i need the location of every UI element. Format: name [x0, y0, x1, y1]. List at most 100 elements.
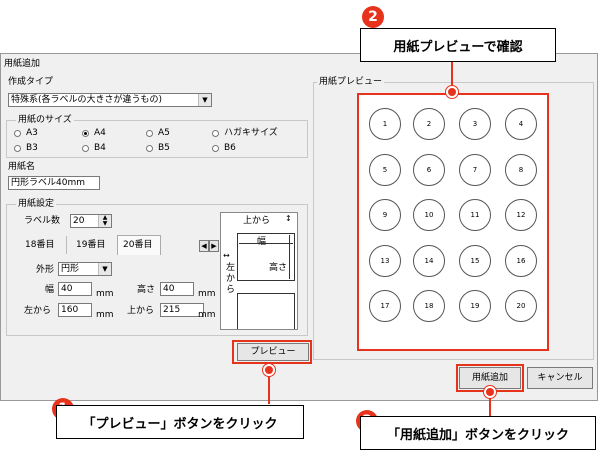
shape-dropdown[interactable]: 円形 ▼ [58, 262, 112, 276]
label-count-value: 20 [73, 216, 85, 226]
diagram-next-label-box [237, 293, 295, 329]
shape-value: 円形 [61, 264, 80, 274]
callout-3: 「用紙追加」ボタンをクリック [360, 416, 596, 450]
left-offset-input[interactable]: 160 [58, 303, 92, 317]
diagram-left-label: 左から [226, 263, 236, 295]
preview-label-circle: 2 [413, 108, 445, 140]
creation-type-dropdown[interactable]: 特殊系(各ラベルの大きさが違うもの) ▼ [8, 93, 212, 107]
callout-2-connector [451, 62, 453, 90]
width-label: 幅 [45, 285, 55, 295]
preview-label-circle: 3 [459, 108, 491, 140]
preview-label-circle: 7 [459, 154, 491, 186]
callout-1-connector [268, 370, 270, 404]
spinner-arrows-icon[interactable]: ▲▼ [98, 215, 111, 227]
preview-label-circle: 9 [369, 199, 401, 231]
height-label: 高さ [137, 285, 156, 295]
preview-button-highlight [232, 340, 312, 364]
top-offset-input[interactable]: 215 [160, 303, 204, 317]
preview-label-circle: 1 [369, 108, 401, 140]
preview-button[interactable]: プレビュー [237, 343, 309, 361]
size-radio-A3[interactable] [14, 130, 21, 137]
height-input[interactable]: 40 [160, 282, 194, 296]
preview-label-circle: 8 [505, 154, 537, 186]
preview-group [313, 82, 594, 360]
size-radio-A5[interactable] [146, 130, 153, 137]
preview-label-circle: 13 [369, 245, 401, 277]
tab-18[interactable]: 18番目 [25, 240, 55, 250]
add-paper-button-label: 用紙追加 [471, 373, 508, 383]
size-radio-label: A4 [94, 128, 106, 138]
paper-size-group [6, 120, 308, 158]
paper-settings-label: 用紙設定 [16, 199, 57, 210]
shape-label: 外形 [36, 265, 55, 275]
preview-highlight [357, 93, 549, 351]
vertical-arrow-icon: ↕ [285, 214, 292, 223]
size-radio-B4[interactable] [82, 145, 89, 152]
width-input[interactable]: 40 [58, 282, 92, 296]
size-radio-label: A5 [158, 128, 170, 138]
tab-scroll-left-icon[interactable]: ◀ [199, 240, 209, 252]
preview-label-circle: 17 [369, 290, 401, 322]
diagram-height-label: 高さ [269, 263, 288, 273]
preview-group-label: 用紙プレビュー [317, 77, 385, 88]
preview-label-circle: 12 [505, 199, 537, 231]
diagram-label-box [237, 233, 295, 281]
callout-2-dot [446, 86, 458, 98]
preview-label-circle: 20 [505, 290, 537, 322]
preview-label-circle: 10 [413, 199, 445, 231]
preview-label-circle: 18 [413, 290, 445, 322]
tab-19[interactable]: 19番目 [76, 240, 106, 250]
preview-label-circle: 4 [505, 108, 537, 140]
creation-type-value: 特殊系(各ラベルの大きさが違うもの) [11, 95, 163, 105]
vertical-measure-icon [289, 235, 290, 279]
dialog-title: 用紙追加 [4, 59, 41, 69]
tab-20[interactable]: 20番目 [123, 240, 153, 250]
creation-type-label: 作成タイプ [8, 77, 54, 87]
cancel-button[interactable]: キャンセル [527, 367, 593, 389]
preview-label-circle: 6 [413, 154, 445, 186]
preview-label-circle: 11 [459, 199, 491, 231]
tab-20-active[interactable] [117, 235, 161, 255]
chevron-down-icon[interactable]: ▼ [198, 94, 211, 106]
paper-settings-group [6, 204, 308, 336]
width-unit: mm [96, 289, 114, 299]
callout-2: 用紙プレビューで確認 [360, 28, 556, 62]
size-radio-B5[interactable] [146, 145, 153, 152]
paper-name-input[interactable]: 円形ラベル40mm [8, 176, 100, 190]
paper-name-label: 用紙名 [8, 162, 36, 172]
step-2-number: 2 [362, 6, 384, 28]
label-count-spinner[interactable]: 20 ▲▼ [70, 214, 112, 228]
size-radio-B3[interactable] [14, 145, 21, 152]
callout-3-connector [489, 392, 491, 416]
size-radio-ハガキサイズ[interactable] [212, 130, 219, 137]
size-radio-A4[interactable] [82, 130, 89, 137]
callout-3-dot [484, 386, 496, 398]
callout-1: 「プレビュー」ボタンをクリック [56, 405, 304, 439]
left-arrow-icon: ↔ [223, 251, 230, 260]
size-radio-label: B4 [94, 143, 106, 153]
preview-label-circle: 19 [459, 290, 491, 322]
left-offset-label: 左から [24, 306, 52, 316]
preview-label-circle: 16 [505, 245, 537, 277]
preview-label-circle: 14 [413, 245, 445, 277]
tab-divider [66, 236, 67, 254]
horizontal-arrow-icon [239, 243, 293, 244]
size-radio-label: B6 [224, 143, 236, 153]
top-offset-unit: mm [198, 310, 216, 320]
preview-label-circle: 5 [369, 154, 401, 186]
size-radio-B6[interactable] [212, 145, 219, 152]
preview-button-label: プレビュー [250, 347, 296, 357]
position-diagram: 上から ↕ 幅 高さ ↔ 左から [220, 212, 298, 330]
left-offset-unit: mm [96, 310, 114, 320]
paper-size-label: 用紙のサイズ [16, 115, 74, 126]
size-radio-label: A3 [26, 128, 38, 138]
diagram-top-label: 上から [243, 216, 271, 226]
size-radio-label: B3 [26, 143, 38, 153]
chevron-down-icon[interactable]: ▼ [98, 263, 111, 275]
size-radio-label: ハガキサイズ [224, 128, 278, 138]
top-offset-label: 上から [127, 306, 155, 316]
height-unit: mm [198, 289, 216, 299]
label-count-label: ラベル数 [24, 216, 61, 226]
preview-label-circle: 15 [459, 245, 491, 277]
tab-scroll-right-icon[interactable]: ▶ [209, 240, 219, 252]
